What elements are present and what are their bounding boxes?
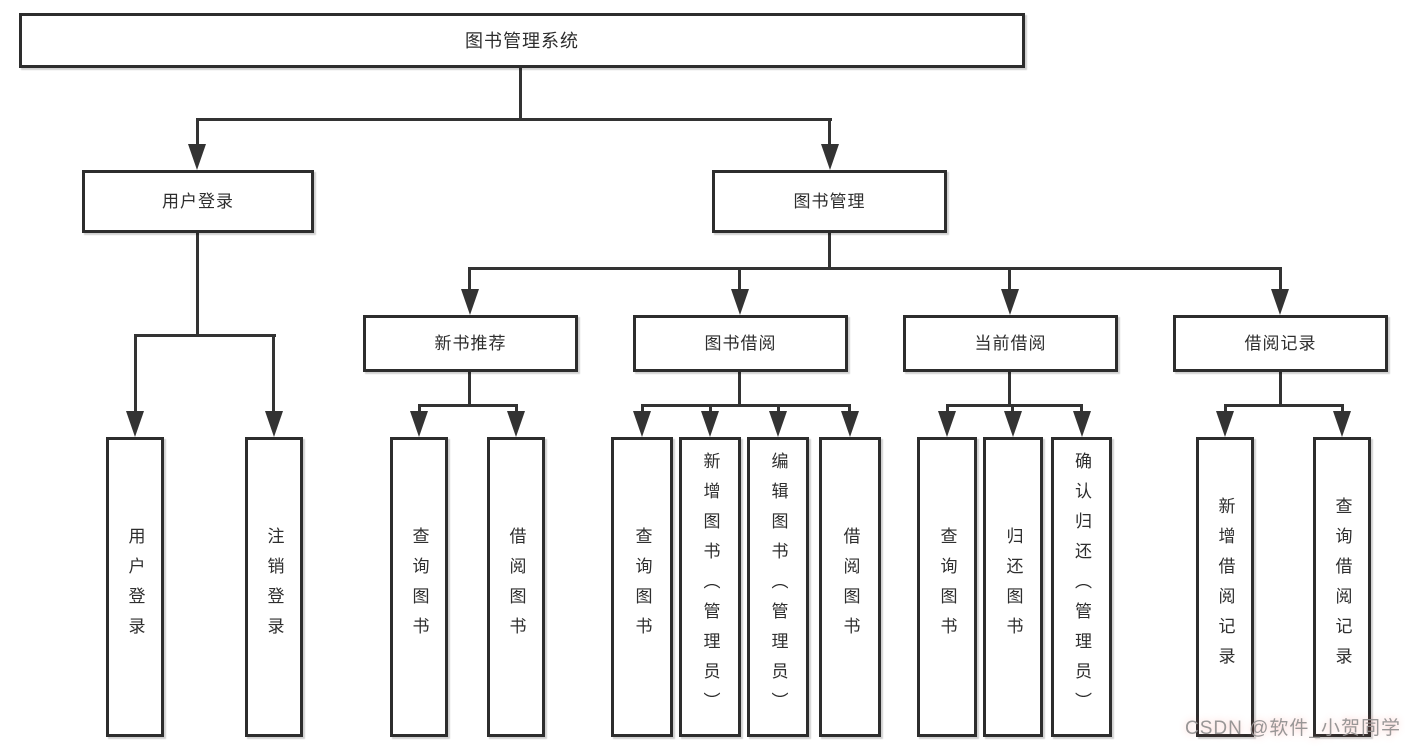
connector-hline (468, 267, 1282, 270)
connector-hline (418, 404, 518, 407)
leaf-add-borrow-record-label: 新增借阅记录 (1215, 497, 1235, 677)
connector-vline (272, 334, 275, 416)
leaf-query-books-recommend: 查询图书 (390, 437, 448, 737)
arrow-down-icon (938, 411, 956, 437)
node-borrow-records: 借阅记录 (1173, 315, 1388, 372)
leaf-return-book: 归还图书 (983, 437, 1043, 737)
connector-vline (196, 231, 199, 337)
node-book-management-label: 图书管理 (793, 192, 866, 211)
node-root-label: 图书管理系统 (465, 30, 579, 51)
leaf-add-book-admin: 新增图书（管理员） (679, 437, 741, 737)
leaf-return-book-label: 归还图书 (1003, 527, 1023, 647)
connector-vline (1008, 267, 1011, 293)
node-book-borrow: 图书借阅 (633, 315, 848, 372)
arrow-down-icon (1004, 411, 1022, 437)
leaf-borrow-books-recommend: 借阅图书 (487, 437, 545, 737)
leaf-query-books-current-label: 查询图书 (937, 527, 957, 647)
leaf-query-borrow-record: 查询借阅记录 (1313, 437, 1371, 737)
arrow-down-icon (126, 411, 144, 437)
node-current-borrow: 当前借阅 (903, 315, 1118, 372)
leaf-query-books-borrow-label: 查询图书 (632, 527, 652, 647)
connector-vline (468, 370, 471, 407)
arrow-down-icon (265, 411, 283, 437)
connector-hline (946, 404, 1083, 407)
leaf-borrow-books-recommend-label: 借阅图书 (506, 527, 526, 647)
connector-vline (738, 267, 741, 293)
connector-vline (134, 334, 137, 416)
arrow-down-icon (188, 144, 206, 170)
leaf-logout-label: 注销登录 (264, 527, 284, 647)
connector-vline (468, 267, 471, 293)
connector-hline (196, 118, 832, 121)
arrow-down-icon (1333, 411, 1351, 437)
arrow-down-icon (1271, 289, 1289, 315)
connector-vline (519, 66, 522, 121)
leaf-query-books-current: 查询图书 (917, 437, 977, 737)
node-borrow-records-label: 借阅记录 (1244, 334, 1317, 353)
connector-hline (134, 334, 276, 337)
connector-vline (1008, 370, 1011, 407)
arrow-down-icon (821, 144, 839, 170)
node-book-management: 图书管理 (712, 170, 947, 233)
arrow-down-icon (507, 411, 525, 437)
leaf-confirm-return-admin-label: 确认归还（管理员） (1072, 452, 1091, 722)
leaf-borrow-books: 借阅图书 (819, 437, 881, 737)
leaf-query-borrow-record-label: 查询借阅记录 (1332, 497, 1352, 677)
leaf-user-login-label: 用户登录 (125, 527, 145, 647)
leaf-user-login: 用户登录 (106, 437, 164, 737)
leaf-edit-book-admin-label: 编辑图书（管理员） (768, 452, 788, 722)
leaf-add-book-admin-label: 新增图书（管理员） (700, 452, 720, 722)
connector-vline (1279, 370, 1282, 407)
leaf-confirm-return-admin: 确认归还（管理员） (1051, 437, 1112, 737)
arrow-down-icon (1073, 411, 1091, 437)
leaf-query-books-recommend-label: 查询图书 (409, 527, 429, 647)
connector-hline (1224, 404, 1344, 407)
arrow-down-icon (1216, 411, 1234, 437)
leaf-add-borrow-record: 新增借阅记录 (1196, 437, 1254, 737)
arrow-down-icon (633, 411, 651, 437)
arrow-down-icon (410, 411, 428, 437)
node-new-book-recommend-label: 新书推荐 (434, 334, 507, 353)
watermark: CSDN @软件_小贺同学 (1185, 718, 1401, 739)
node-user-login-label: 用户登录 (162, 192, 234, 211)
node-current-borrow-label: 当前借阅 (974, 334, 1047, 353)
arrow-down-icon (1001, 289, 1019, 315)
connector-vline (196, 118, 199, 150)
node-user-login: 用户登录 (82, 170, 314, 233)
arrow-down-icon (701, 411, 719, 437)
arrow-down-icon (769, 411, 787, 437)
arrow-down-icon (731, 289, 749, 315)
connector-hline (641, 404, 851, 407)
arrow-down-icon (461, 289, 479, 315)
leaf-logout: 注销登录 (245, 437, 303, 737)
node-book-borrow-label: 图书借阅 (704, 334, 777, 353)
arrow-down-icon (841, 411, 859, 437)
connector-vline (1279, 267, 1282, 293)
leaf-borrow-books-label: 借阅图书 (840, 527, 860, 647)
node-root: 图书管理系统 (19, 13, 1025, 68)
connector-vline (828, 231, 831, 270)
connector-vline (828, 118, 831, 150)
leaf-edit-book-admin: 编辑图书（管理员） (747, 437, 809, 737)
connector-vline (738, 370, 741, 407)
node-new-book-recommend: 新书推荐 (363, 315, 578, 372)
leaf-query-books-borrow: 查询图书 (611, 437, 673, 737)
